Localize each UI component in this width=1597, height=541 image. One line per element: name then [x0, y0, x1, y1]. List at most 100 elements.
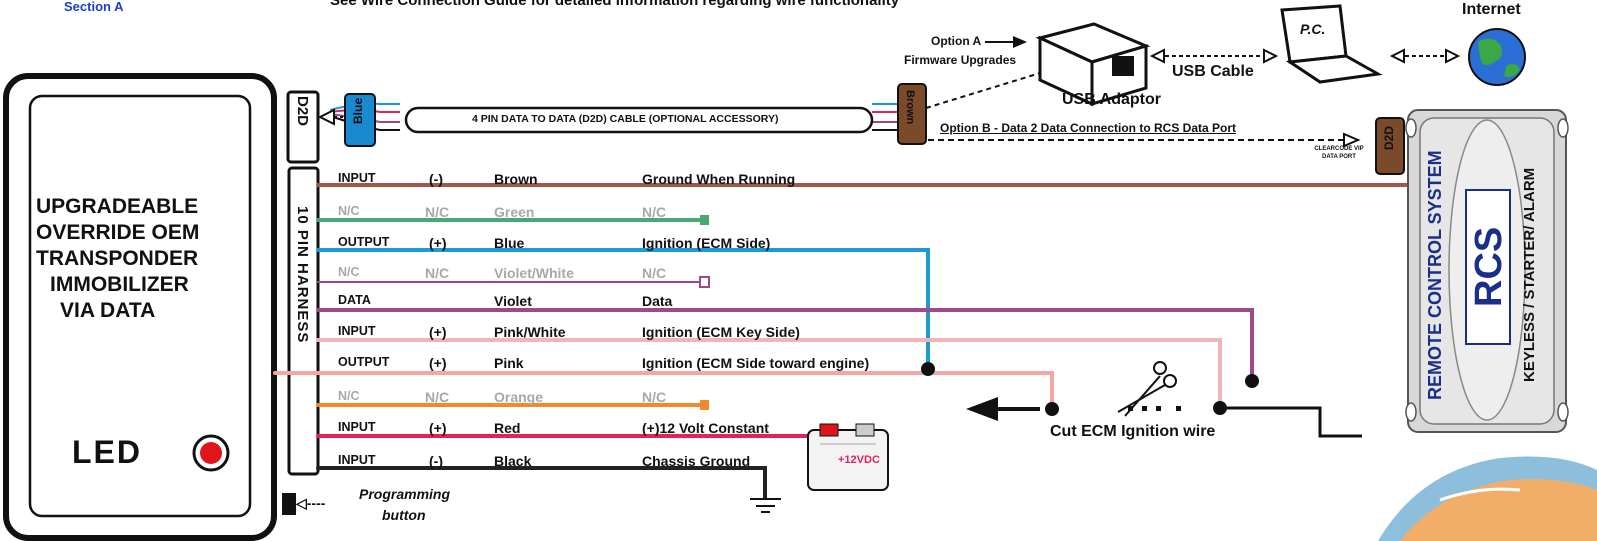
brown-connector-label: Brown: [904, 90, 916, 125]
clearcode-label-1: CLEARCODE VIP: [1314, 146, 1364, 152]
wire-type: INPUT: [338, 453, 376, 467]
wire-type: INPUT: [338, 420, 376, 434]
wire-function: Ignition (ECM Side toward engine): [642, 355, 870, 371]
wire-function: Ignition (ECM Side): [642, 235, 771, 251]
wire-color-name: Violet: [494, 293, 532, 309]
wire-type: INPUT: [338, 324, 376, 338]
module-title-line: OVERRIDE OEM: [36, 221, 200, 244]
battery-icon: [807, 423, 889, 491]
wire-function: Chassis Ground: [642, 453, 751, 469]
programming-label: button: [382, 507, 426, 523]
wire-type: N/C: [338, 204, 360, 218]
wire-polarity: N/C: [425, 265, 450, 281]
wire-polarity: (+): [429, 235, 447, 251]
junction-dot: [1045, 402, 1059, 416]
cut-mark-dots: [1128, 406, 1181, 411]
rcs-logo-text: RCS: [1468, 226, 1510, 308]
ground-symbol-icon: [750, 498, 781, 513]
usb-adaptor-label: USB Adaptor: [1062, 91, 1161, 108]
wire-polarity: (+): [429, 324, 447, 340]
usb-adaptor-icon: [1035, 22, 1151, 107]
rcs-logo-box: [1465, 189, 1511, 345]
ecm-ignition-wire: [1227, 406, 1362, 438]
wire-function: N/C: [642, 204, 667, 220]
wire-function: Ignition (ECM Key Side): [642, 324, 800, 340]
usb-cable-label: USB Cable: [1172, 63, 1254, 80]
harness-wires: [273, 183, 1422, 500]
module-inner: [28, 94, 252, 518]
option-b-label: Option B - Data 2 Data Connection to RCS…: [940, 121, 1237, 135]
clearcode-label-2: DATA PORT: [1322, 154, 1356, 160]
wire-type: OUTPUT: [338, 235, 390, 249]
blue-connector-label: Blue: [351, 98, 365, 125]
arrow-into-d2d-left: [317, 108, 335, 126]
junction-dot: [1213, 401, 1227, 415]
blue-connector: [344, 93, 376, 147]
wire-function: Data: [642, 293, 673, 309]
wire-color-name: Pink: [494, 355, 524, 371]
green-wire-cap: [700, 215, 709, 225]
d2d-left-label: D2D: [294, 96, 311, 127]
wire-color-name: Red: [494, 420, 521, 436]
wire-type: INPUT: [338, 171, 376, 185]
orange-wire-cap: [700, 400, 709, 410]
rcs-features-line: KEYLESS / STARTER/ ALARM: [1521, 167, 1538, 383]
wire-function: N/C: [642, 389, 667, 405]
wire-polarity: (-): [429, 171, 443, 187]
d2d-port-left: [286, 90, 320, 164]
wire-color-name: Black: [494, 453, 532, 469]
battery-label: +12VDC: [838, 454, 880, 466]
d2d-port-right: [1375, 117, 1405, 175]
violet-white-wire-cap: [699, 276, 710, 288]
wire-type: DATA: [338, 293, 371, 307]
internet-label: Internet: [1462, 1, 1521, 18]
wire-function: N/C: [642, 265, 667, 281]
wire-color-name: Green: [494, 204, 535, 220]
cut-ecm-label: Cut ECM Ignition wire: [1050, 423, 1216, 440]
option-a-label: Option A: [931, 34, 982, 48]
led-label: LED: [72, 434, 142, 470]
wire-color-name: Orange: [494, 389, 544, 405]
programming-label: Programming: [359, 486, 451, 502]
junction-dot: [1245, 374, 1259, 388]
wire-type: N/C: [338, 389, 360, 403]
laptop-icon: [1280, 4, 1383, 84]
wire-polarity: (-): [429, 453, 443, 469]
wire-polarity: (+): [429, 355, 447, 371]
harness-label: 10 PIN HARNESS: [294, 206, 311, 344]
d2d-cable-label: 4 PIN DATA TO DATA (D2D) CABLE (OPTIONAL…: [472, 113, 779, 125]
pc-label: P.C.: [1300, 21, 1326, 37]
firmware-upgrades-label: Firmware Upgrades: [904, 53, 1017, 67]
harness-connector: [287, 166, 320, 476]
d2d-cable-body: [404, 106, 874, 134]
wire-polarity: (+): [429, 420, 447, 436]
module-title-line: UPGRADEABLE: [36, 195, 199, 218]
wire-color-name: Blue: [494, 235, 525, 251]
wire-color-name: Pink/White: [494, 324, 566, 340]
brown-connector: [897, 83, 927, 145]
module-title-line: TRANSPONDER: [36, 247, 199, 270]
module-title-line: IMMOBILIZER: [50, 273, 189, 296]
module-title-line: VIA DATA: [60, 299, 156, 322]
wire-type: OUTPUT: [338, 355, 390, 369]
globe-icon: [1468, 28, 1526, 86]
rcs-brand-line: REMOTE CONTROL SYSTEM: [1425, 150, 1445, 400]
section-label: Section A: [64, 0, 124, 14]
d2d-right-label: D2D: [1382, 126, 1396, 151]
programming-arrow: ◁----: [296, 495, 326, 511]
wire-function: Ground When Running: [642, 171, 796, 187]
car-image: [1378, 456, 1597, 541]
arrow-left-head: [966, 397, 998, 421]
guide-note: See Wire Connection Guide for detailed i…: [330, 0, 900, 9]
wire-type: N/C: [338, 265, 360, 279]
led-light: [200, 442, 222, 464]
wire-color-name: Violet/White: [494, 265, 574, 281]
wire-polarity: N/C: [425, 389, 450, 405]
usb-adaptor-link: [925, 69, 1051, 109]
wire-function: (+)12 Volt Constant: [642, 420, 769, 436]
wire-polarity: N/C: [425, 204, 450, 220]
programming-button-nub: [282, 493, 296, 515]
junction-dot: [921, 362, 935, 376]
